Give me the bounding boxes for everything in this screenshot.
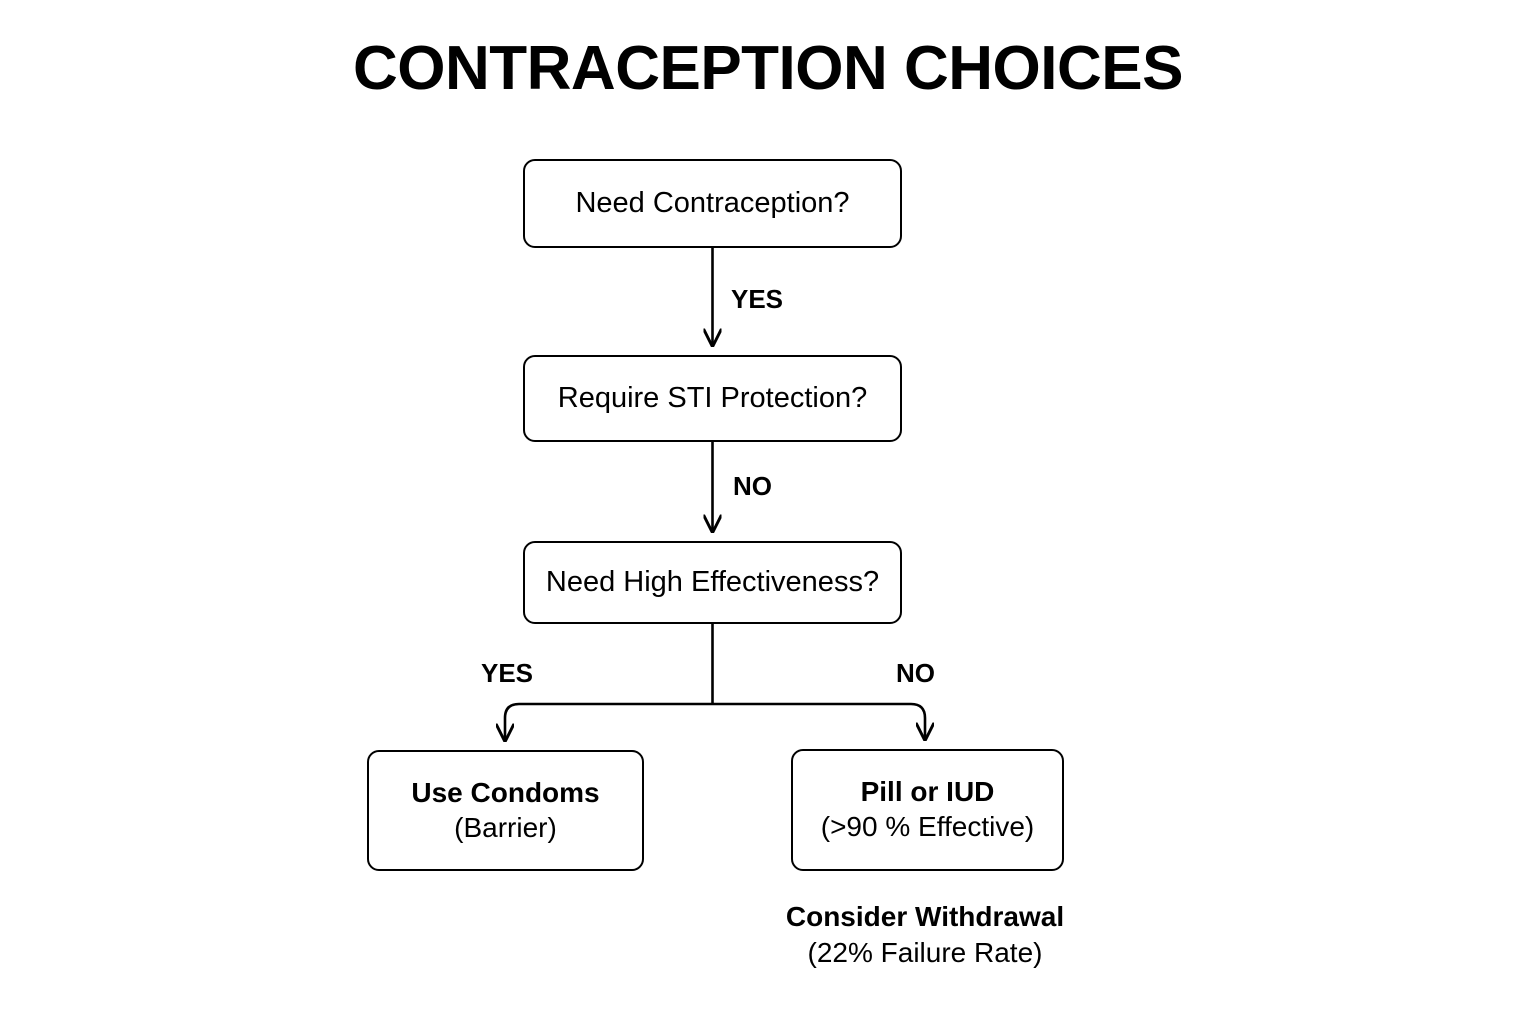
withdrawal-annotation-detail: (22% Failure Rate) — [807, 937, 1043, 969]
edge-label-no-sti-protection: NO — [733, 471, 772, 501]
node-pill-or-iud-label: Pill or IUD — [860, 776, 995, 808]
edge-high-effectiveness-to-use-condoms — [505, 702, 713, 740]
node-need-contraception[interactable]: Need Contraception? — [523, 159, 902, 248]
withdrawal-annotation: Consider Withdrawal (22% Failure Rate) — [705, 900, 1145, 970]
node-require-sti-protection[interactable]: Require STI Protection? — [523, 355, 902, 442]
edge-label-yes-need-contraception: YES — [731, 284, 784, 314]
node-need-contraception-label: Need Contraception? — [575, 187, 850, 220]
edge-high-effectiveness-to-pill-or-iud — [712, 702, 926, 739]
edge-label-yes-high-effectiveness: YES — [481, 658, 534, 688]
node-use-condoms-label: Use Condoms — [411, 776, 600, 808]
node-use-condoms-sublabel: (Barrier) — [454, 811, 557, 843]
node-need-high-effectiveness[interactable]: Need High Effectiveness? — [523, 541, 902, 624]
page-title: CONTRACEPTION CHOICES — [353, 34, 1183, 103]
node-need-high-effectiveness-label: Need High Effectiveness? — [545, 566, 880, 599]
node-require-sti-protection-label: Require STI Protection? — [557, 382, 868, 415]
node-pill-or-iud-sublabel: (>90 % Effective) — [820, 811, 1035, 843]
edge-label-no-high-effectiveness: NO — [896, 658, 935, 688]
node-use-condoms[interactable]: Use Condoms (Barrier) — [367, 750, 644, 871]
withdrawal-annotation-title: Consider Withdrawal — [785, 901, 1065, 932]
node-pill-or-iud[interactable]: Pill or IUD (>90 % Effective) — [791, 749, 1064, 871]
